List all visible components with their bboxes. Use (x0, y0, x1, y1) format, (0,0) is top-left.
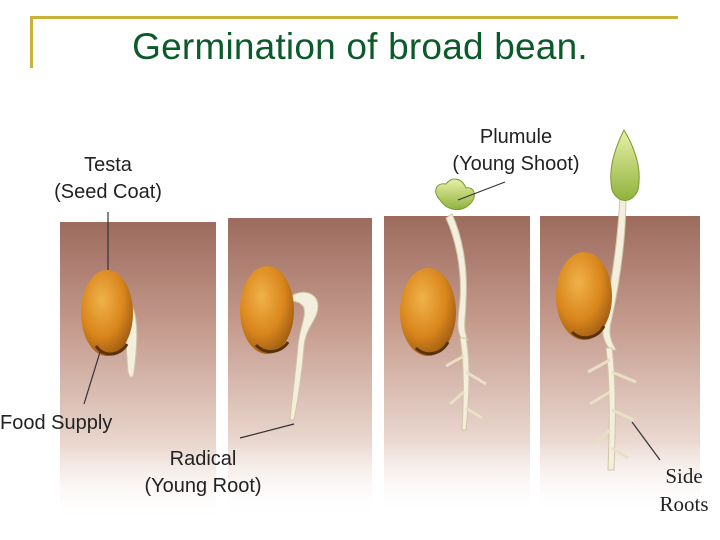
soil-panel-3 (384, 216, 530, 516)
side-roots-label-line2: Roots (652, 490, 716, 518)
radical-label: Radical (Young Root) (128, 446, 278, 500)
radical-label-line2: (Young Root) (128, 473, 278, 500)
radical-label-line1: Radical (128, 446, 278, 473)
plumule-label-line1: Plumule (436, 124, 596, 151)
plumule-label-line2: (Young Shoot) (436, 151, 596, 178)
testa-label-line2: (Seed Coat) (40, 179, 176, 206)
testa-label: Testa (Seed Coat) (40, 152, 176, 206)
testa-label-line1: Testa (40, 152, 176, 179)
food-supply-label: Food Supply (0, 410, 112, 437)
food-supply-text: Food Supply (0, 410, 112, 437)
plumule-label: Plumule (Young Shoot) (436, 124, 596, 178)
side-roots-label-line1: Side (652, 462, 716, 490)
side-roots-label: Side Roots (652, 462, 716, 519)
